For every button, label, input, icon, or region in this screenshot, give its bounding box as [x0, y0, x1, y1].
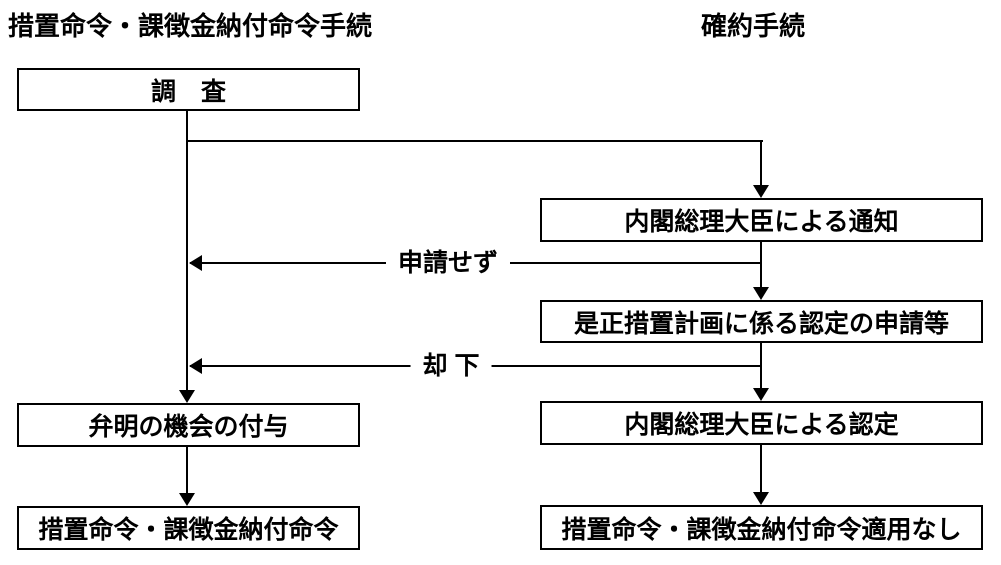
node-corrective-plan-application: 是正措置計画に係る認定の申請等 — [540, 300, 983, 343]
node-opportunity-for-explanation: 弁明の機会の付与 — [17, 403, 360, 447]
node-cease-and-desist-order: 措置命令・課徴金納付命令 — [17, 506, 360, 550]
arrowhead-rejection-icon — [189, 358, 202, 374]
connector-branch-down-to-notice — [760, 140, 762, 188]
node-investigation: 調 査 — [17, 68, 360, 111]
node-approval-by-pm: 内閣総理大臣による認定 — [540, 401, 983, 445]
edge-label-no-application: 申請せず — [385, 248, 511, 278]
connector-application-to-approval — [760, 343, 762, 391]
column-title-commitment-procedure: 確約手続 — [700, 11, 806, 41]
node-notice-by-pm: 内閣総理大臣による通知 — [540, 198, 983, 242]
arrowhead-into-order-icon — [179, 493, 195, 506]
node-order-not-applied: 措置命令・課徴金納付命令適用なし — [540, 505, 983, 550]
arrowhead-into-application-icon — [753, 287, 769, 300]
connector-approval-to-no-order — [760, 445, 762, 493]
connector-branch-to-commitment — [186, 140, 763, 142]
connector-investigation-to-explanation — [186, 111, 188, 392]
arrowhead-into-notice-icon — [753, 185, 769, 198]
arrowhead-into-approval-icon — [753, 388, 769, 401]
connector-explanation-to-order — [186, 447, 188, 495]
arrowhead-into-no-order-icon — [753, 492, 769, 505]
column-title-order-procedure: 措置命令・課徴金納付命令手続 — [8, 11, 373, 41]
connector-notice-to-application — [760, 242, 762, 290]
edge-label-rejection: 却 下 — [410, 351, 492, 381]
arrowhead-no-application-icon — [189, 255, 202, 271]
arrowhead-into-explanation-icon — [179, 390, 195, 403]
